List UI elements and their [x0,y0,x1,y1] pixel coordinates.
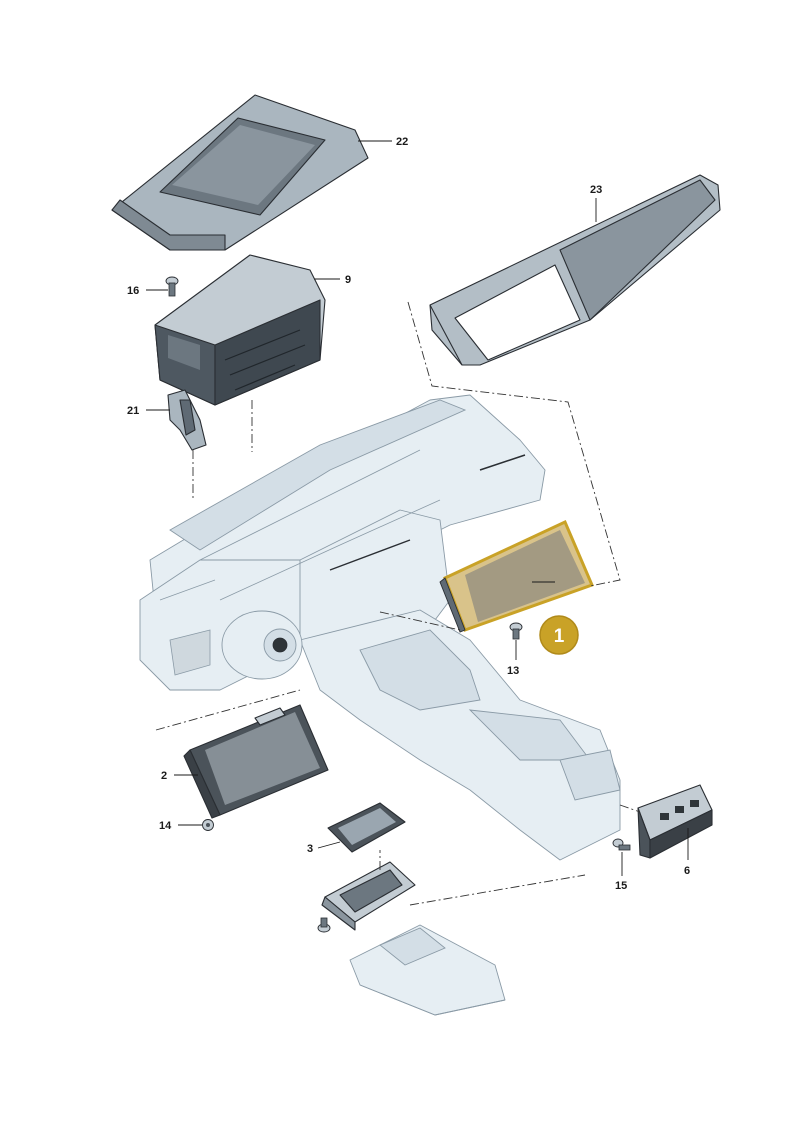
part-labels: 22 23 9 16 21 13 2 14 3 6 15 [127,136,690,892]
label-15: 15 [615,880,627,892]
part-15-screw [612,838,631,851]
leader-lines [146,140,689,876]
part-9-housing [154,254,326,406]
label-6: 6 [684,865,690,877]
label-9: 9 [345,274,351,286]
holder-screw [317,917,331,933]
label-3: 3 [307,843,313,855]
part-14-nut [202,819,214,831]
part-2-display [183,704,329,819]
part-6-switch [637,784,713,859]
part-16-screw [165,276,179,297]
label-2: 2 [161,770,167,782]
part-23-trim [429,174,721,366]
part-3-panel [327,802,406,853]
part-21-bracket [167,389,207,451]
dashboard-ghost [139,394,621,861]
part-1-badge: 1 [539,615,579,655]
label-14: 14 [159,820,172,832]
armrest-ghost [349,924,506,1016]
part-1-display [439,519,595,633]
label-21: 21 [127,405,139,417]
assembly-lines [155,301,641,906]
part-3-holder [321,861,416,931]
label-16: 16 [127,285,139,297]
label-13: 13 [507,665,519,677]
label-1: 1 [554,626,565,647]
part-13-screw [509,622,523,640]
part-22-cover [111,94,369,251]
label-23: 23 [590,184,602,196]
label-22: 22 [396,136,408,148]
